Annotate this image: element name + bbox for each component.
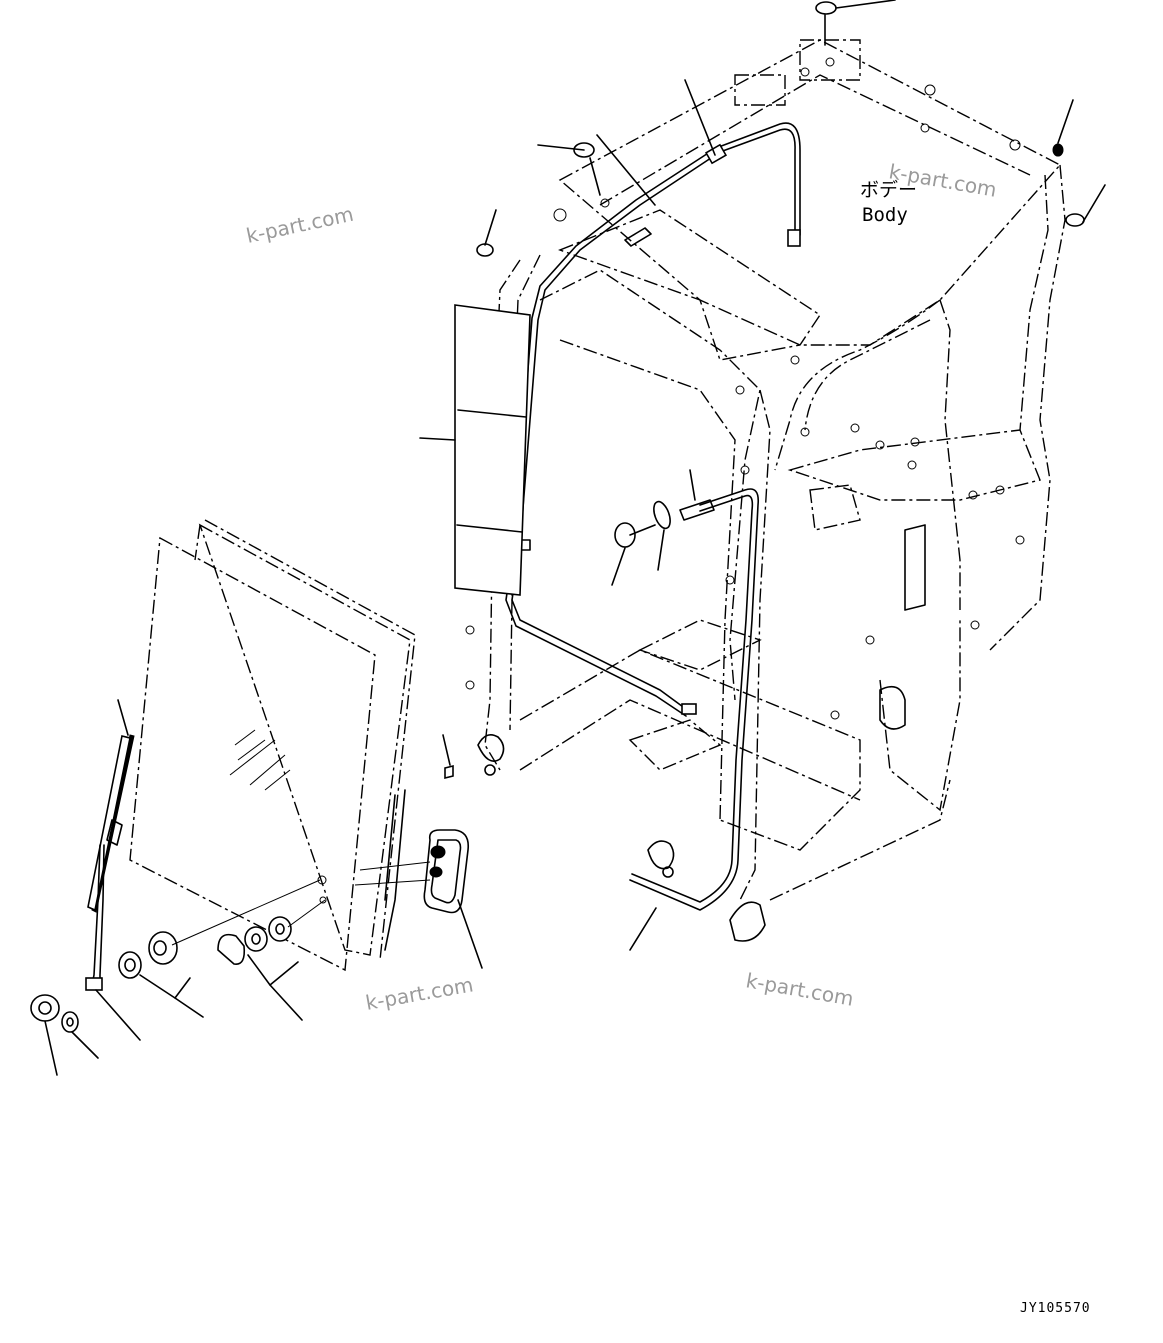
washers-nuts xyxy=(30,879,326,1033)
body-label-jp: ボデー xyxy=(860,179,917,201)
cab-frame xyxy=(465,39,1066,942)
watermark: k-part.com xyxy=(244,202,356,248)
wiper-arm xyxy=(85,844,105,991)
wiper-blade xyxy=(87,734,135,913)
stud-bolt xyxy=(614,469,715,548)
window-glass xyxy=(129,519,416,972)
watermark: k-part.com xyxy=(744,968,855,1011)
roof-caps xyxy=(476,1,1085,257)
watermark: k-part.com xyxy=(364,972,475,1015)
pillar-cover xyxy=(454,304,531,596)
leader-lines xyxy=(44,0,1106,1076)
wiper-motor xyxy=(354,764,470,914)
body-label-en: Body xyxy=(862,204,908,226)
drawing-code: JY105570 xyxy=(1020,1301,1091,1316)
